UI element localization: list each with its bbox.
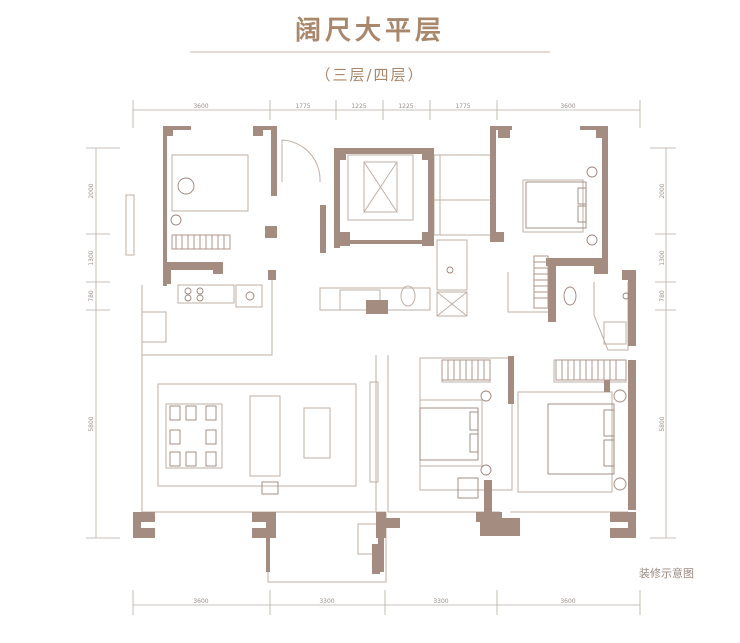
closets [171,234,627,381]
dimension-labels-bottom: 3600 3300 3300 3600 [193,598,575,605]
dim-bottom-4: 3600 [560,598,575,605]
furniture [169,166,630,499]
dimension-labels-top: 3600 1775 1225 1225 1775 3600 [193,103,575,110]
caption-decoration-note: 装修示意图 [639,567,694,580]
dim-right-2: 1300 [659,250,666,265]
dim-right-3: 780 [659,290,666,302]
dimension-lines [86,100,676,615]
dim-left-3: 780 [88,290,95,302]
dimension-labels-right: 2000 1300 780 5800 [659,183,666,431]
dim-left-4: 5800 [88,416,95,431]
dim-top-6: 3600 [560,103,575,110]
dimension-labels-left: 2000 1300 780 5800 [88,183,95,431]
dim-bottom-2: 3300 [319,598,334,605]
dim-top-4: 1225 [398,103,413,110]
dim-right-1: 2000 [659,183,666,198]
dim-bottom-3: 3300 [433,598,448,605]
dim-left-2: 1300 [88,250,95,265]
dim-top-3: 1225 [351,103,366,110]
dim-top-5: 1775 [455,103,470,110]
dim-left-1: 2000 [88,183,95,198]
dim-bottom-1: 3600 [193,598,208,605]
door-swings [281,139,321,183]
plan-title: 阔尺大平层 [294,16,445,46]
dim-top-2: 1775 [295,103,310,110]
structural-walls [133,126,636,574]
dim-right-4: 5800 [659,416,666,431]
dim-top-1: 3600 [193,103,208,110]
plan-subtitle: （三层/四层） [315,66,425,84]
thin-walls [125,154,629,583]
